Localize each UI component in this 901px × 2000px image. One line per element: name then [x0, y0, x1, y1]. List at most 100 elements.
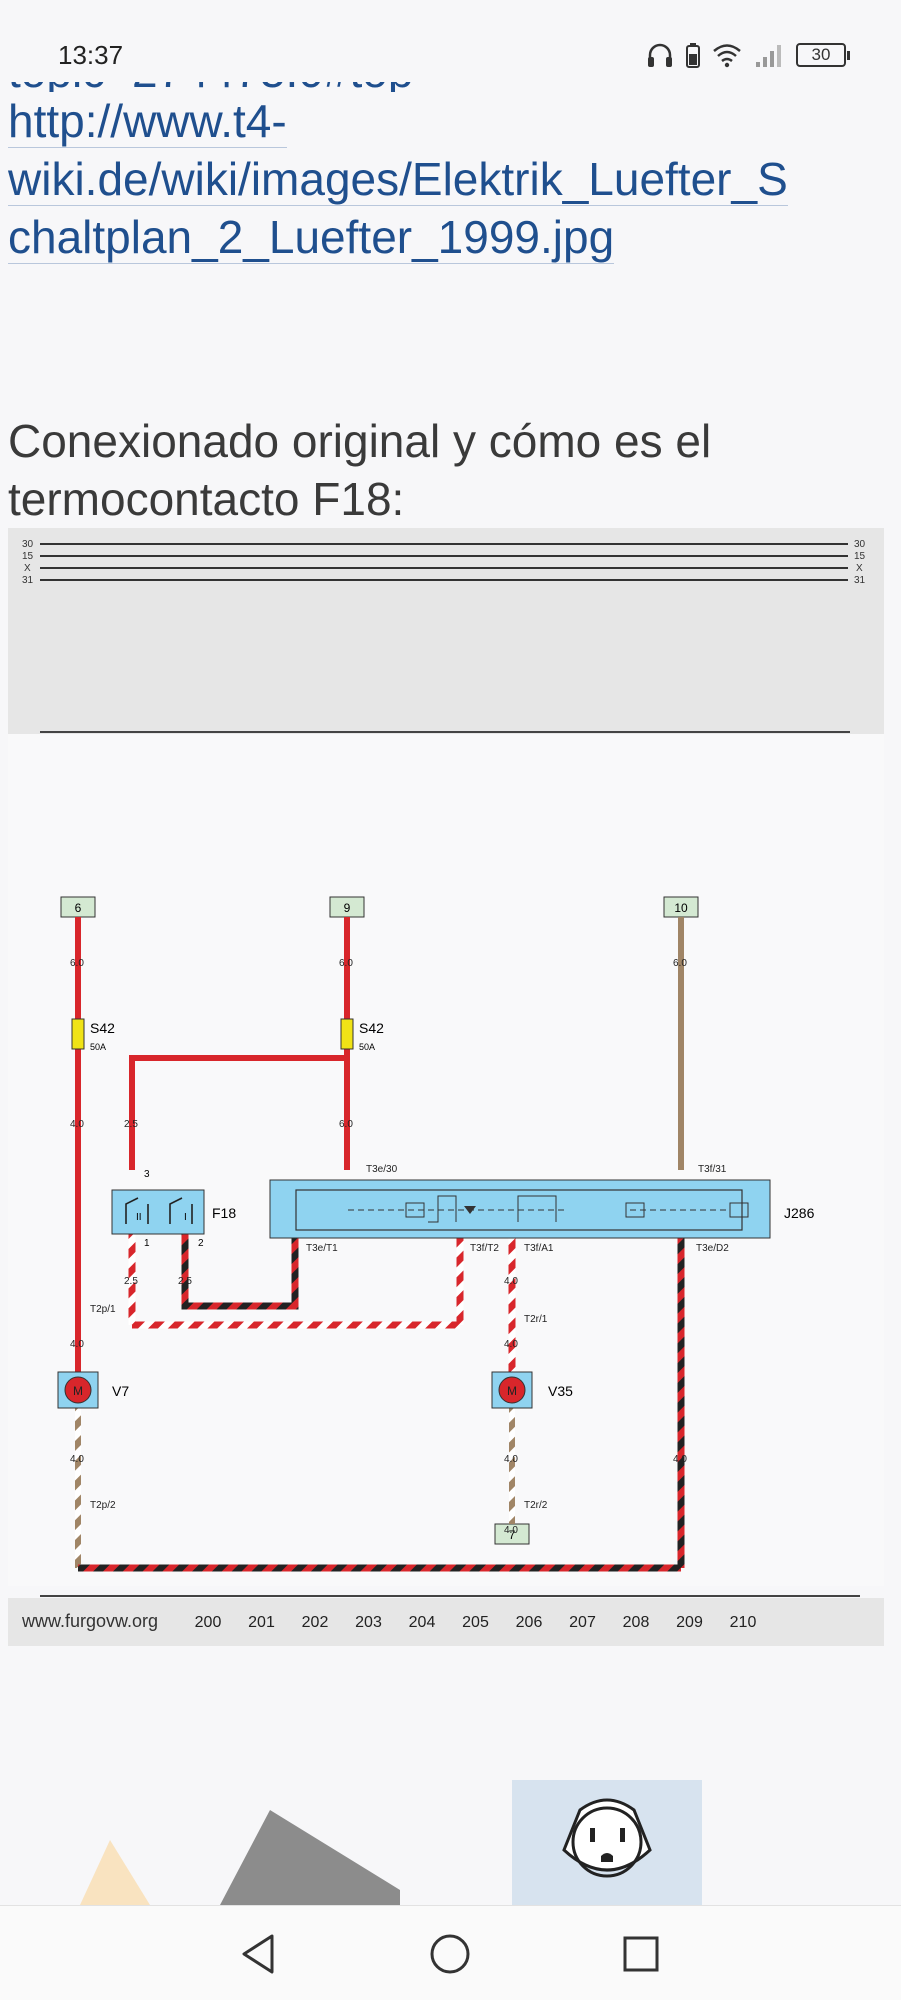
home-button[interactable]: [420, 1926, 480, 1982]
wires: [75, 917, 685, 1572]
back-icon: [242, 1934, 274, 1974]
bus-label-30-right: 30: [854, 539, 866, 550]
connector-t2r2: T2r/2: [524, 1500, 548, 1511]
battery-small-icon: [686, 43, 700, 68]
wire-size-w9b: 6.0: [339, 1119, 353, 1130]
wire-size-w10b: 4.0: [673, 1454, 687, 1465]
bus-label-15-left: 15: [22, 551, 34, 562]
back-button[interactable]: [228, 1926, 288, 1982]
diagram-body: [8, 734, 884, 1586]
wire-size-w6b: 4.0: [70, 1119, 84, 1130]
bus-lines: [40, 543, 848, 581]
connector-t3e30: T3e/30: [366, 1164, 398, 1175]
link-line-3[interactable]: wiki.de/wiki/images/Elektrik_Luefter_S: [8, 153, 788, 206]
terminal-9: 9: [329, 896, 365, 918]
wire-size-w10a: 6.0: [673, 958, 687, 969]
thumbnail-shape-2: [220, 1810, 400, 1905]
motor-v35: M V35: [491, 1371, 573, 1409]
bus-label-31-right: 31: [854, 575, 866, 586]
wire-size-wv35c: 4.0: [504, 1525, 518, 1536]
terminal-6: 6: [60, 896, 96, 918]
fuse-s42-left: S42 50A: [71, 1018, 115, 1052]
wire-size-labels: 6.0 6.0 6.0 4.0 2.5 6.0 2.5 2.5 4.0 4.0 …: [70, 958, 687, 1536]
relay-j286: J286: [269, 1179, 815, 1239]
j286-label: J286: [784, 1205, 815, 1221]
connector-t2p2: T2p/2: [90, 1500, 116, 1511]
connector-t2r1: T2r/1: [524, 1314, 548, 1325]
scale-number: 207: [569, 1614, 596, 1631]
connector-t3ft2: T3f/T2: [470, 1243, 499, 1254]
wire-size-wt3: 4.0: [504, 1276, 518, 1287]
wire-size-wv7a: 4.0: [70, 1339, 84, 1350]
connector-t2p1: T2p/1: [90, 1304, 116, 1315]
bus-labels-right: 30 15 X 31: [854, 539, 866, 586]
f18-switch-ii: II: [136, 1212, 142, 1223]
wire-size-w6a: 6.0: [70, 958, 84, 969]
connector-labels: T3e/30 T3f/31 T3e/T1 T3f/T2 T3f/A1 T3e/D…: [90, 1164, 729, 1511]
fuse-s42-center: S42 50A: [340, 1018, 384, 1052]
home-icon: [430, 1934, 470, 1974]
headphones-icon: [648, 43, 672, 67]
f18-pin-2: 2: [198, 1238, 204, 1249]
link-line-4[interactable]: chaltplan_2_Luefter_1999.jpg: [8, 211, 615, 264]
image-thumbnails: [0, 1780, 901, 1905]
status-bar: 13:37 30: [0, 0, 901, 82]
f18-pin-3: 3: [144, 1169, 150, 1180]
wire-size-wv35a: 4.0: [504, 1339, 518, 1350]
recents-icon: [623, 1936, 659, 1972]
socket-icon: [562, 1798, 652, 1878]
motor-v35-label: V35: [548, 1383, 573, 1399]
terminal-9-label: 9: [344, 901, 351, 915]
f18-label: F18: [212, 1205, 236, 1221]
f18-pin-1: 1: [144, 1238, 150, 1249]
bus-label-15-right: 15: [854, 551, 866, 562]
terminal-6-label: 6: [75, 901, 82, 915]
connector-t3f31: T3f/31: [698, 1164, 727, 1175]
article-content: topic=274475.0#top http://www.t4- wiki.d…: [0, 62, 901, 525]
scale-number: 204: [409, 1614, 436, 1631]
fuse-s42-center-rating: 50A: [359, 1042, 375, 1052]
terminal-7-label: 7: [509, 1528, 516, 1542]
heading-line-1: Conexionado original y cómo es el: [8, 415, 712, 467]
status-time: 13:37: [58, 40, 124, 70]
scale-number: 208: [623, 1614, 650, 1631]
motor-v35-symbol: M: [507, 1384, 517, 1398]
scale-number: 200: [195, 1614, 222, 1631]
scale-number: 209: [676, 1614, 703, 1631]
bus-label-x-left: X: [24, 563, 31, 574]
article-heading: Conexionado original y cómo es el termoc…: [0, 412, 711, 528]
signal-icon: [756, 45, 781, 67]
status-icons: 30: [646, 40, 850, 70]
recents-button[interactable]: [611, 1926, 671, 1982]
connector-t3et1: T3e/T1: [306, 1243, 338, 1254]
connector-t3ed2: T3e/D2: [696, 1243, 729, 1254]
motor-v7-symbol: M: [73, 1384, 83, 1398]
connector-t3fa1: T3f/A1: [524, 1243, 554, 1254]
heading-line-2: termocontacto F18:: [8, 473, 405, 525]
scale-number: 203: [355, 1614, 382, 1631]
wiring-diagram[interactable]: 30 15 X 31 30 15 X 31 6 9 10 7: [8, 528, 884, 1646]
wire-size-w9a: 6.0: [339, 958, 353, 969]
wifi-icon: [713, 44, 741, 68]
fuse-s42-left-name: S42: [90, 1020, 115, 1036]
terminal-10: 10: [663, 896, 699, 918]
f18-switch-i: I: [184, 1212, 187, 1223]
watermark: www.furgovw.org: [21, 1611, 158, 1631]
bus-labels-left: 30 15 X 31: [22, 539, 34, 586]
motor-v7: M V7: [57, 1371, 129, 1409]
thermo-switch-f18: II I F18 3 1 2: [111, 1169, 236, 1249]
scale-band: [8, 1598, 884, 1646]
link-line-2[interactable]: http://www.t4-: [8, 95, 287, 148]
wire-size-wv7b: 4.0: [70, 1454, 84, 1465]
thumbnail-shape-1: [80, 1840, 150, 1905]
wire-size-wf2: 2.5: [178, 1276, 192, 1287]
scale-number: 201: [248, 1614, 275, 1631]
battery-icon: 30: [796, 43, 850, 67]
bus-label-31-left: 31: [22, 575, 34, 586]
motor-v7-label: V7: [112, 1383, 129, 1399]
bus-label-30-left: 30: [22, 539, 34, 550]
navigation-bar: [0, 1905, 901, 2000]
terminal-10-label: 10: [674, 901, 688, 915]
bus-label-x-right: X: [856, 563, 863, 574]
